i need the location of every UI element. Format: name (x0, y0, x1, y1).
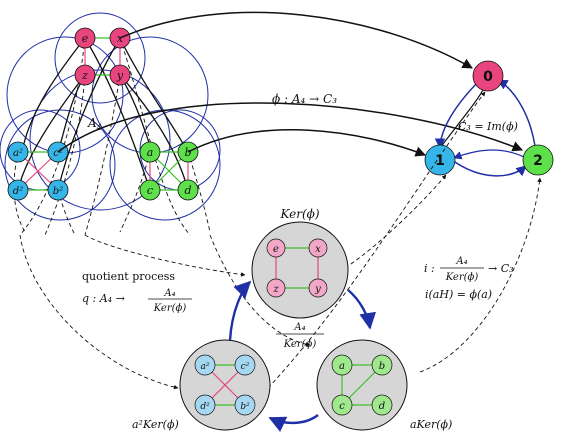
kernel-group: Ker(ϕ) e x z y (251, 207, 349, 319)
node-d (177, 179, 199, 201)
kernel-node-z (266, 278, 286, 298)
node-a2-label: a² (13, 148, 23, 159)
c3-node-1-label: 1 (435, 153, 445, 169)
coset-a-node-a-label: a (339, 361, 345, 372)
arrow-blue-to-2 (57, 102, 523, 153)
node-c-label: c (147, 184, 153, 197)
quotient-line1: quotient process (82, 270, 175, 283)
node-z (74, 64, 96, 86)
cayley-blue-nodes: a² c² d² b² (7, 141, 69, 201)
node-z-label: z (81, 69, 88, 82)
c3-node-0-label: 0 (483, 69, 493, 85)
coset-a2ker: a² c² d² b² a²Ker(ϕ) (132, 339, 271, 431)
node-e-label: e (82, 32, 89, 45)
c3-edge-1-0-black (439, 87, 485, 149)
node-c (139, 179, 161, 201)
node-y (109, 64, 131, 86)
c3-edge-2-1 (453, 149, 527, 160)
coset-a2-node-a2 (194, 354, 216, 376)
kernel-node-x-label: x (315, 244, 321, 255)
node-b2-label: b² (53, 186, 63, 197)
kernel-node-x (308, 238, 328, 258)
coset-arrow-a2-to-ker (228, 280, 252, 341)
kernel-title: Ker(ϕ) (279, 207, 319, 221)
node-d-label: d (184, 184, 191, 197)
cayley-green-nodes: a b c d (139, 141, 199, 201)
quotient-group-num: A₄ (293, 322, 305, 333)
kernel-node-e (266, 238, 286, 258)
cayley-dashed (13, 37, 211, 236)
c3-node-0 (472, 60, 504, 92)
c3-edge-0-1 (434, 79, 481, 150)
isomorphism-text: i : A₄ Ker(ϕ) → C₃ i(aH) = ϕ(a) (424, 256, 514, 301)
coset-a-node-d (371, 394, 393, 416)
phi-label: ϕ : A₄ → C₃ (272, 92, 337, 106)
kernel-node-z-label: z (272, 284, 279, 295)
node-b-label: b (184, 146, 191, 159)
coset-a-node-c-label: c (339, 401, 345, 412)
node-a (139, 141, 161, 163)
quotient-dashed-arrows (19, 91, 542, 390)
iso-frac-den: Ker(ϕ) (445, 272, 479, 283)
arrow-red-to-0 (119, 11, 473, 69)
coset-a-node-b-label: b (379, 361, 385, 372)
c3-node-2-label: 2 (533, 153, 543, 169)
iso-right: → C₃ (488, 262, 514, 275)
quotient-frac-den: Ker(ϕ) (153, 303, 187, 314)
node-e (74, 27, 96, 49)
coset-a2-node-b2 (234, 394, 256, 416)
coset-a2-node-d2-label: d² (200, 402, 210, 412)
node-b2 (47, 179, 69, 201)
node-d2 (7, 179, 29, 201)
node-y-label: y (116, 69, 124, 82)
c3-node-2 (522, 144, 554, 176)
coset-a2-node-c2-label: c² (241, 362, 250, 372)
c3-edge-1-2 (451, 159, 527, 177)
c3-edge-2-0 (497, 79, 536, 147)
quotient-map-left: q : A₄ → (82, 292, 125, 305)
iso-rule: i(aH) = ϕ(a) (425, 288, 492, 301)
coset-a2-node-b2-label: b² (240, 402, 250, 412)
a4-label: A4 (87, 116, 102, 132)
c3-im-label: C₃ = Im(ϕ) (458, 120, 518, 133)
kernel-circle (251, 221, 349, 319)
phi-arrows (57, 11, 523, 157)
node-d2-label: d² (13, 186, 23, 197)
coset-aker-label: aKer(ϕ) (410, 418, 452, 431)
coset-a-node-c (331, 394, 353, 416)
quotient-group-den: Ker(ϕ) (283, 339, 317, 350)
node-c2-label: c² (53, 148, 63, 159)
kernel-node-e-label: e (273, 244, 279, 255)
coset-aker: a b c d aKer(ϕ) (316, 339, 452, 431)
c3-graph: 0 1 2 C₃ = Im(ϕ) (424, 60, 554, 177)
quotient-group-label: A₄ Ker(ϕ) (276, 322, 324, 350)
kernel-node-y (308, 278, 328, 298)
arrow-green-to-1 (187, 129, 426, 157)
quotient-text: quotient process q : A₄ → A₄ Ker(ϕ) (82, 270, 192, 314)
coset-a-node-a (331, 354, 353, 376)
node-a-label: a (147, 146, 154, 159)
node-a2 (7, 141, 29, 163)
coset-a2-node-a2-label: a² (201, 362, 210, 372)
coset-cycle-arrows (228, 280, 376, 433)
iso-frac-num: A₄ (455, 256, 467, 267)
coset-arrow-ker-to-a (347, 289, 376, 330)
coset-a-node-d-label: d (379, 401, 385, 412)
coset-a2-node-c2 (234, 354, 256, 376)
kernel-node-y-label: y (314, 284, 321, 295)
coset-a2-node-d2 (194, 394, 216, 416)
coset-arrow-a-to-a2 (268, 414, 319, 433)
coset-a-node-b (371, 354, 393, 376)
coset-a2ker-label: a²Ker(ϕ) (132, 418, 179, 431)
a4-cayley-graph: e x z y a² c² d² b² a b c d A4 (0, 12, 221, 236)
iso-left: i : (424, 262, 435, 275)
quotient-frac-num: A₄ (163, 288, 175, 299)
